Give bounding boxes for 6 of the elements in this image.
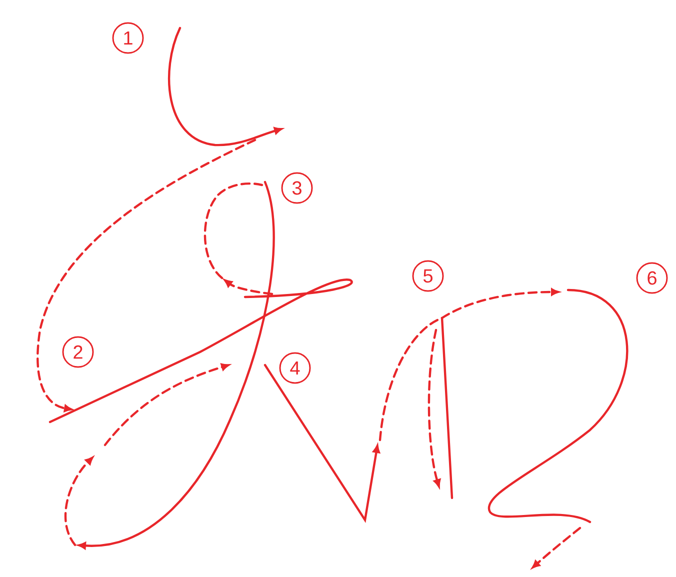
callout-number: 5 — [412, 260, 444, 292]
callout-number: 1 — [112, 22, 144, 54]
callout-number: 3 — [281, 172, 313, 204]
callout-number: 6 — [636, 262, 668, 294]
callout-number: 4 — [279, 352, 311, 384]
callout-number: 2 — [62, 336, 94, 368]
